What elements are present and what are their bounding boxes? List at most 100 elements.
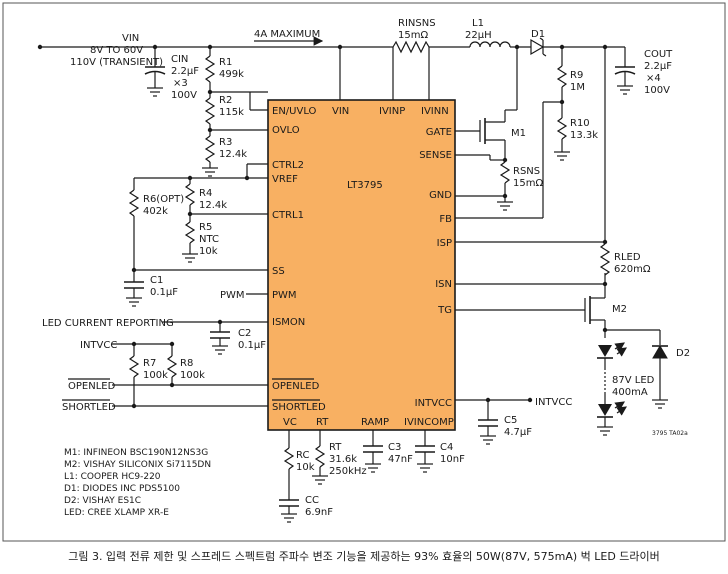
parts-list-item: D2: VISHAY ES1C	[64, 496, 141, 506]
pin-sense: SENSE	[419, 150, 452, 161]
r5-v1: NTC	[199, 234, 219, 245]
rsns-value: 15mΩ	[513, 178, 543, 189]
m2-ref: M2	[612, 304, 627, 315]
r9-ref: R9	[570, 70, 583, 81]
c1-value: 0.1µF	[150, 287, 178, 298]
r3-ref: R3	[219, 137, 232, 148]
openled-label: OPENLED	[68, 381, 116, 392]
c4-ref: C4	[440, 442, 453, 453]
r10-value: 13.3k	[570, 130, 598, 141]
rled-value: 620mΩ	[614, 264, 651, 275]
r1-value: 499k	[219, 69, 244, 80]
rinsns-value: 15mΩ	[398, 30, 428, 41]
pin-pwm: PWM	[272, 290, 297, 301]
pin-shortled: SHORTLED	[272, 402, 326, 413]
c5-value: 4.7µF	[504, 427, 532, 438]
r2-value: 115k	[219, 107, 244, 118]
c4-value: 10nF	[440, 454, 465, 465]
pin-isn: ISN	[435, 279, 452, 290]
c3-ref: C3	[388, 442, 401, 453]
cin-v3: 100V	[171, 90, 197, 101]
vin-range: 8V TO 60V	[90, 45, 143, 56]
r8-ref: R8	[180, 358, 193, 369]
parts-list-item: L1: COOPER HC9-220	[64, 472, 161, 482]
r2-ref: R2	[219, 95, 232, 106]
pin-ss: SS	[272, 266, 285, 277]
c2-value: 0.1µF	[238, 340, 266, 351]
vin-label: VIN	[122, 33, 139, 44]
d2-ref: D2	[676, 348, 690, 359]
pin-openled: OPENLED	[272, 381, 320, 392]
parts-list: M1: INFINEON BSC190N12NS3G M2: VISHAY SI…	[64, 448, 211, 518]
led-v1: 87V LED	[612, 375, 655, 386]
l1-value: 22µH	[465, 30, 492, 41]
cout-v3: 100V	[644, 85, 670, 96]
max-current-label: 4A MAXIMUM	[254, 29, 320, 40]
r3-value: 12.4k	[219, 149, 247, 160]
rt-v2: 250kHz	[329, 466, 367, 477]
led-v2: 400mA	[612, 387, 648, 398]
r4-ref: R4	[199, 188, 212, 199]
r10-ref: R10	[570, 118, 590, 129]
rled-ref: RLED	[614, 252, 641, 263]
r5-v2: 10k	[199, 246, 218, 257]
r7-value: 100k	[143, 370, 168, 381]
pin-ivinp: IVINP	[379, 106, 405, 117]
ic-name: LT3795	[347, 180, 383, 191]
cin-v1: 2.2µF	[171, 66, 199, 77]
ismon-label: LED CURRENT REPORTING	[42, 318, 174, 329]
rt-ref: RT	[329, 442, 342, 453]
cout-v1: 2.2µF	[644, 61, 672, 72]
pin-tg: TG	[437, 305, 452, 316]
pin-ivincomp: IVINCOMP	[404, 417, 454, 428]
r6-ref: R6(OPT)	[143, 194, 184, 205]
pin-vref: VREF	[272, 174, 298, 185]
r4-value: 12.4k	[199, 200, 227, 211]
intvcc-left-label: INTVCC	[80, 340, 117, 351]
c2-ref: C2	[238, 328, 251, 339]
parts-list-item: M1: INFINEON BSC190N12NS3G	[64, 448, 208, 458]
parts-list-item: M2: VISHAY SILICONIX Si7115DN	[64, 460, 211, 470]
parts-list-item: D1: DIODES INC PDS5100	[64, 484, 180, 494]
figure-caption: 그림 3. 입력 전류 제한 및 스프레드 스펙트럼 주파수 변조 기능을 제공…	[68, 550, 660, 563]
pin-ramp: RAMP	[361, 417, 389, 428]
pin-ctrl1: CTRL1	[272, 210, 304, 221]
figure-border	[2, 2, 726, 542]
d1-ref: D1	[531, 29, 545, 40]
pin-vin: VIN	[332, 106, 349, 117]
cc-ref: CC	[305, 495, 319, 506]
pin-ovlo: OVLO	[272, 125, 300, 136]
cout-v2: ×4	[646, 73, 661, 84]
r9-value: 1M	[570, 82, 585, 93]
pin-ivinn: IVINN	[421, 106, 449, 117]
vin-transient: 110V (TRANSIENT)	[70, 57, 163, 68]
l1-ref: L1	[472, 18, 484, 29]
parts-list-item: LED: CREE XLAMP XR-E	[64, 508, 169, 518]
pin-en-uvlo: EN/UVLO	[272, 106, 317, 117]
pwm-input-label: PWM	[220, 290, 245, 301]
pin-intvcc: INTVCC	[415, 398, 452, 409]
r7-ref: R7	[143, 358, 156, 369]
cin-v2: ×3	[173, 78, 188, 89]
cc-value: 6.9nF	[305, 507, 333, 518]
pin-fb: FB	[439, 214, 452, 225]
r5-ref: R5	[199, 222, 212, 233]
pin-rt: RT	[316, 417, 329, 428]
pin-gate: GATE	[426, 127, 452, 138]
pin-isp: ISP	[437, 238, 452, 249]
rinsns-ref: RINSNS	[398, 18, 436, 29]
figure-code: 3795 TA02a	[652, 430, 688, 437]
r6-value: 402k	[143, 206, 168, 217]
rsns-ref: RSNS	[513, 166, 540, 177]
shortled-label: SHORTLED	[62, 402, 116, 413]
ic-body	[267, 99, 456, 431]
r8-value: 100k	[180, 370, 205, 381]
c3-value: 47nF	[388, 454, 413, 465]
pin-ismon: ISMON	[272, 317, 305, 328]
pin-ctrl2: CTRL2	[272, 160, 304, 171]
intvcc-right-label: INTVCC	[535, 397, 572, 408]
rc-value: 10k	[296, 462, 315, 473]
r1-ref: R1	[219, 57, 232, 68]
m1-ref: M1	[511, 128, 526, 139]
